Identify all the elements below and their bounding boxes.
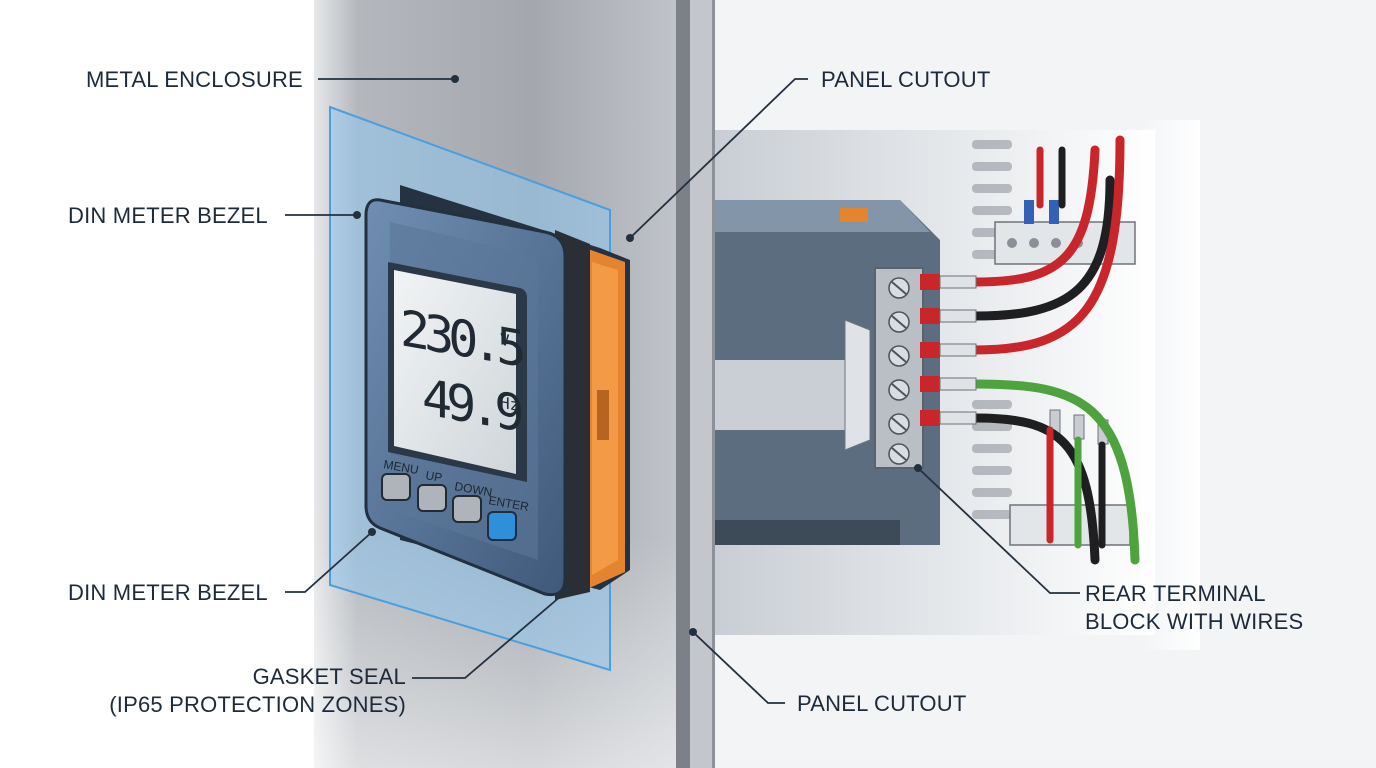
enter-button[interactable] — [487, 511, 517, 541]
leader-gasket — [412, 589, 569, 679]
panel-edge — [676, 0, 715, 768]
lcd-screen — [388, 262, 527, 482]
leader-panel-cutout-bottom — [692, 631, 785, 704]
menu-button[interactable] — [381, 473, 411, 501]
rear-terminal-block — [874, 267, 924, 469]
button-labels: MENU UP DOWN ENTER — [382, 457, 530, 514]
vent-slots — [972, 140, 1012, 519]
label-gasket-seal-line1: GASKET SEAL — [252, 664, 406, 689]
label-gasket-seal-line2: (IP65 PROTECTION ZONES) — [109, 692, 406, 717]
label-panel-cutout-bottom: PANEL CUTOUT — [797, 691, 967, 716]
label-din-meter-bezel-top: DIN METER BEZEL — [68, 203, 268, 228]
leader-lines — [285, 78, 1080, 704]
label-metal-enclosure: METAL ENCLOSURE — [86, 67, 303, 92]
label-panel-cutout-top: PANEL CUTOUT — [821, 67, 991, 92]
leader-panel-cutout-top — [629, 78, 808, 239]
down-button-label: DOWN — [453, 479, 493, 499]
label-rear-terminal-line1: REAR TERMINAL — [1085, 581, 1266, 606]
leader-dots — [353, 75, 922, 636]
label-gasket-seal: GASKET SEAL (IP65 PROTECTION ZONES) — [96, 663, 406, 719]
menu-button-label: MENU — [382, 457, 419, 477]
label-din-meter-bezel-bottom: DIN METER BEZEL — [68, 580, 268, 605]
lower-terminal-strip — [1009, 409, 1131, 546]
up-button-label: UP — [424, 468, 443, 485]
leader-rear-terminal — [917, 467, 1080, 594]
frequency-unit: Hz — [500, 393, 519, 415]
label-rear-terminal-block: REAR TERMINAL BLOCK WITH WIRES — [1085, 580, 1303, 636]
leader-bezel-bottom — [285, 531, 373, 593]
meter-buttons — [381, 473, 517, 541]
down-button[interactable] — [452, 495, 482, 523]
voltage-unit: V — [500, 330, 510, 351]
label-rear-terminal-line2: BLOCK WITH WIRES — [1085, 609, 1304, 634]
wire-ferrules — [920, 274, 977, 426]
up-button[interactable] — [417, 484, 447, 512]
wires — [970, 135, 1140, 565]
